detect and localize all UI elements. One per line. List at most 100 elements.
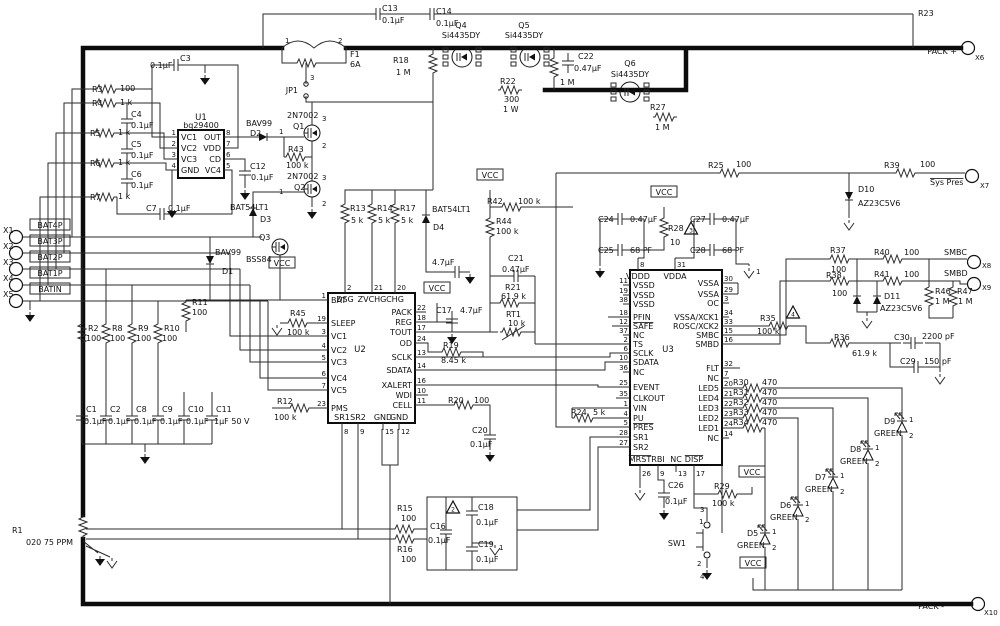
pin-label: VIN: [633, 404, 647, 413]
ground-4u7: [464, 273, 476, 285]
c4-val: 0.1µF: [131, 121, 154, 130]
sw1-pin4: 4: [700, 573, 705, 581]
pin-label: ZVCHG: [358, 295, 387, 304]
resistor-r20: [451, 400, 477, 410]
pin-label: VC4: [205, 166, 221, 175]
r31-val: 470: [762, 388, 777, 397]
resistor-r8: [101, 321, 111, 347]
pin-label: BAT: [331, 296, 346, 305]
c12-val: 0.1µF: [251, 173, 274, 182]
c4-ref: C4: [131, 110, 142, 119]
r16-ref: R16: [397, 545, 413, 554]
r25-ref: R25: [708, 161, 724, 170]
pin-label: OC: [707, 299, 719, 308]
d6-pin2: 2: [805, 516, 809, 524]
ic-u3-ref: U3: [662, 345, 674, 355]
resistor-r25: [717, 168, 743, 178]
ground-r1a: [94, 555, 106, 567]
resistor-r18: [428, 51, 438, 77]
d4-ref: D4: [433, 223, 444, 232]
pin-num: 20: [724, 380, 733, 388]
r36-ref: R36: [834, 333, 850, 342]
sense-resistor-r1: [78, 514, 88, 540]
r23-val: 1 M: [560, 78, 575, 87]
r16-val: 100: [401, 555, 416, 564]
q2-ref: Q2: [294, 183, 305, 192]
terminal-x5: [8, 293, 24, 309]
resistor-r45: [285, 318, 311, 328]
r4-val: 1 k: [120, 98, 133, 107]
pin-label: SMBD: [695, 340, 719, 349]
pin-label: PFIN: [633, 313, 651, 322]
d4-part: BAT54LT1: [432, 205, 471, 214]
r32-ref: R32: [733, 398, 749, 407]
terminal-x4: [8, 277, 24, 293]
q3-ref: Q3: [259, 233, 270, 242]
r18-ref: R18: [393, 56, 409, 65]
net-bat3p-box: [29, 234, 71, 247]
r17-ref: R17: [400, 204, 416, 213]
pin-label: RBI: [651, 455, 664, 464]
pin-num: 17: [417, 324, 426, 332]
c5-ref: C5: [131, 140, 142, 149]
r12-ref: R12: [277, 397, 293, 406]
pin-label: DISP: [685, 455, 704, 464]
r13-ref: R13: [350, 204, 366, 213]
r3-ref: R3: [92, 85, 103, 94]
pin-label: VSSD: [633, 300, 655, 309]
resistor-r46: [924, 284, 934, 310]
r37-ref: R37: [830, 246, 846, 255]
x8-label: X8: [982, 262, 991, 270]
r33-val: 470: [762, 408, 777, 417]
q6-ref: Q6: [624, 59, 635, 68]
r44-ref: R44: [496, 217, 512, 226]
pin-num: 34: [724, 309, 733, 317]
c3-val: 0.1µF: [150, 61, 173, 70]
pin-num: 10: [619, 354, 628, 362]
r9-ref: R9: [138, 324, 149, 333]
resistor-r15: [392, 524, 418, 534]
resistor-r10: [153, 321, 163, 347]
pin-label: ROSC/XCK2: [673, 322, 719, 331]
net-vcc-r28-box: [650, 185, 678, 198]
pin-num: 8: [344, 428, 348, 436]
c30-ref: C30: [894, 333, 910, 342]
d2-part: BAV99: [246, 119, 272, 128]
net-vcc-r28: VCC: [656, 188, 673, 197]
r6-val: 1 k: [118, 158, 131, 167]
net1-vssa: 1: [756, 268, 760, 276]
c10-val: 0.1µF: [186, 417, 209, 426]
f1-pin2: 2: [338, 37, 342, 45]
f1-pin3: 3: [310, 74, 314, 82]
pin-num: 22: [724, 400, 733, 408]
d10-ref: D10: [858, 185, 874, 194]
pin-label: VDDA: [663, 272, 687, 281]
net1-c19: 1: [499, 544, 503, 552]
x3-label: X3: [3, 258, 14, 267]
resistor-r29: [715, 489, 741, 499]
pin-label: CELL: [392, 401, 412, 410]
q1-part: 2N7002: [287, 111, 318, 120]
pin-label: SR1: [633, 433, 649, 442]
r22-pwr: 1 W: [503, 105, 519, 114]
pin-label: NC: [633, 331, 645, 340]
r21-val: 61.9 k: [501, 292, 526, 301]
net-bat3p: BAT3P: [37, 237, 62, 246]
x1-label: X1: [3, 226, 14, 235]
r42-val: 100 k: [518, 197, 541, 206]
r41-ref: R41: [874, 270, 890, 279]
r19-ref: R19: [443, 341, 459, 350]
d10-part: AZ23C5V6: [858, 199, 900, 208]
ground-c24: [594, 267, 606, 279]
pin-label: VC1: [181, 133, 197, 142]
resistor-r27: [652, 112, 678, 122]
pin-num: 14: [724, 430, 733, 438]
resistor-r44: [485, 215, 495, 241]
d11-part: AZ23C5V6: [880, 304, 922, 313]
r8-ref: R8: [112, 324, 123, 333]
net-vcc-r29: VCC: [744, 468, 761, 477]
c13-val: 0.1µF: [382, 16, 405, 25]
pin-label: VSSA: [698, 290, 720, 299]
pin-label: OD: [400, 339, 412, 348]
r28-ref: R28: [668, 224, 684, 233]
